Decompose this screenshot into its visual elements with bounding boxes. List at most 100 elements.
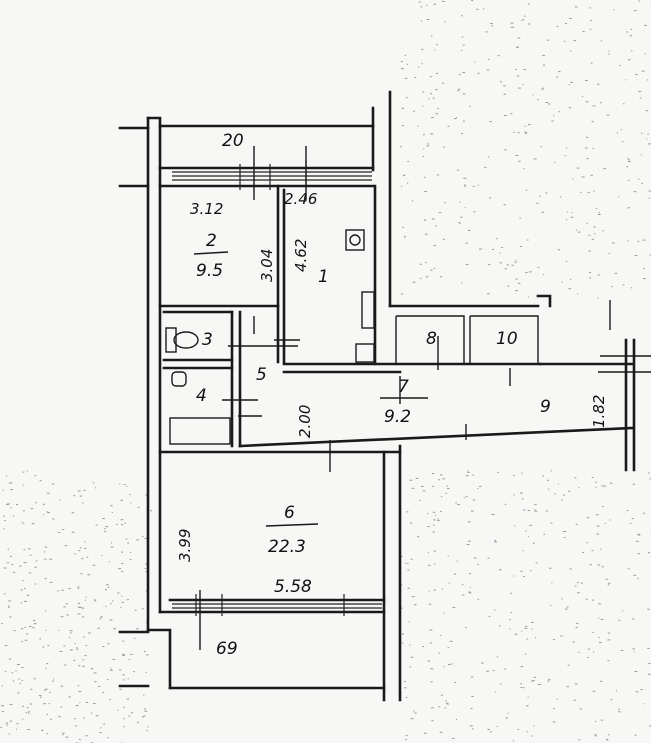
noise-speck: [428, 590, 430, 592]
noise-speck: [594, 721, 597, 722]
noise-speck: [500, 683, 502, 685]
noise-speck: [126, 485, 128, 487]
noise-speck: [537, 266, 540, 268]
noise-speck: [566, 686, 569, 688]
noise-speck: [80, 547, 82, 549]
noise-speck: [426, 4, 428, 6]
noise-speck: [57, 590, 59, 592]
noise-speck: [634, 255, 638, 257]
noise-speck: [142, 536, 144, 538]
noise-speck: [626, 31, 628, 33]
noise-speck: [24, 626, 26, 628]
noise-speck: [591, 238, 594, 240]
noise-speck: [486, 670, 489, 672]
noise-speck: [125, 538, 128, 540]
noise-speck: [473, 557, 477, 559]
noise-speck: [82, 636, 85, 638]
noise-speck: [566, 606, 569, 608]
noise-speck: [636, 540, 639, 542]
noise-speck: [535, 562, 538, 564]
noise-speck: [83, 489, 86, 491]
noise-speck: [643, 268, 645, 269]
noise-speck: [4, 645, 8, 647]
noise-speck: [68, 637, 70, 639]
noise-speck: [23, 523, 25, 525]
noise-speck: [76, 647, 78, 648]
noise-speck: [518, 87, 521, 89]
noise-speck: [595, 486, 597, 488]
noise-speck: [103, 723, 105, 725]
room-7-area: 9.2: [384, 407, 411, 427]
noise-speck: [144, 568, 146, 569]
noise-speck: [104, 528, 106, 530]
noise-speck: [616, 132, 618, 134]
noise-speck: [27, 548, 31, 550]
noise-speck: [43, 514, 44, 516]
noise-speck: [86, 556, 89, 558]
noise-speck: [501, 247, 504, 248]
noise-speck: [525, 626, 528, 627]
noise-speck: [462, 120, 465, 122]
noise-speck: [627, 179, 630, 181]
noise-speck: [409, 644, 411, 646]
noise-speck: [568, 84, 570, 86]
noise-speck: [467, 521, 471, 523]
noise-speck: [38, 695, 42, 696]
noise-speck: [543, 533, 545, 535]
noise-speck: [106, 679, 109, 680]
room-labels: 1 2 9.5 3 4 5 6 22.3 7 9.2 8 9 10: [193, 231, 551, 557]
noise-speck: [49, 581, 53, 583]
noise-speck: [2, 711, 4, 713]
noise-speck: [467, 471, 470, 473]
noise-speck: [431, 117, 434, 119]
noise-speck: [468, 540, 471, 542]
noise-speck: [442, 82, 444, 84]
noise-speck: [12, 680, 15, 682]
noise-speck: [102, 691, 105, 693]
noise-speck: [592, 690, 596, 692]
noise-speck: [589, 564, 592, 566]
noise-speck: [573, 699, 576, 701]
noise-speck: [143, 694, 145, 696]
noise-speck: [90, 712, 93, 714]
noise-speck: [4, 593, 6, 595]
noise-speck: [574, 585, 577, 587]
noise-speck: [554, 162, 556, 164]
noise-speck: [522, 509, 526, 511]
noise-speck: [424, 219, 427, 221]
noise-speck: [633, 651, 635, 653]
noise-speck: [626, 166, 629, 168]
noise-speck: [627, 207, 631, 209]
noise-speck: [121, 601, 124, 603]
noise-speck: [64, 545, 68, 547]
noise-speck: [528, 23, 531, 25]
noise-speck: [608, 50, 610, 52]
noise-speck: [432, 485, 435, 487]
noise-speck: [612, 242, 615, 244]
noise-speck: [542, 54, 545, 56]
noise-speck: [445, 700, 447, 702]
noise-speck: [43, 689, 46, 691]
noise-speck: [401, 125, 404, 127]
noise-speck: [507, 712, 509, 714]
noise-speck: [547, 680, 550, 682]
noise-speck: [410, 656, 414, 658]
noise-speck: [465, 264, 469, 265]
noise-speck: [35, 560, 38, 562]
noise-speck: [411, 596, 415, 598]
noise-speck: [144, 710, 148, 712]
noise-speck: [648, 197, 650, 199]
noise-speck: [117, 709, 119, 711]
noise-speck: [552, 721, 556, 723]
noise-speck: [453, 573, 457, 575]
noise-speck: [95, 715, 99, 717]
noise-speck: [404, 54, 407, 56]
noise-speck: [46, 492, 50, 494]
noise-speck: [413, 710, 415, 712]
noise-speck: [92, 482, 95, 484]
noise-speck: [540, 88, 544, 90]
noise-speck: [646, 138, 648, 140]
noise-speck: [4, 670, 7, 672]
noise-speck: [556, 698, 558, 700]
noise-speck: [28, 712, 30, 714]
